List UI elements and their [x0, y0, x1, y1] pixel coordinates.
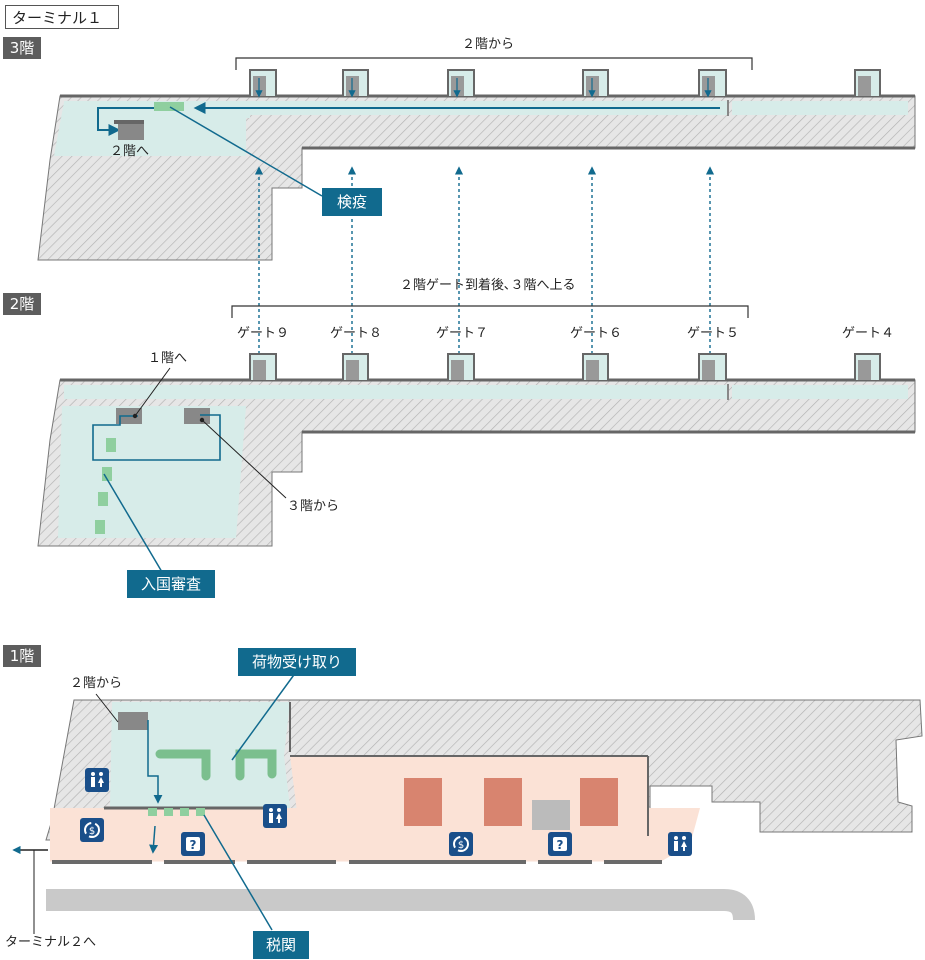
- terminal-title: ターミナル１: [5, 5, 119, 29]
- gate-8-label: ゲート８: [329, 326, 382, 341]
- svg-text:?: ?: [557, 838, 564, 852]
- gate-connectors: [254, 166, 715, 360]
- information-icon: ?: [548, 832, 572, 856]
- floor-label-1f: 1階: [3, 645, 41, 667]
- label-3f-from-2f: ２階から: [462, 37, 515, 52]
- svg-text:?: ?: [190, 838, 197, 852]
- gate-5-label: ゲート５: [686, 326, 739, 341]
- gate-7-label: ゲート７: [435, 326, 488, 341]
- currency-exchange-icon: $: [449, 832, 473, 856]
- svg-text:$: $: [458, 840, 464, 851]
- currency-exchange-icon: $: [80, 818, 104, 842]
- callout-customs: 税関: [253, 931, 309, 959]
- floor-2-plan: [37, 305, 916, 573]
- floor-1-plan: [12, 671, 923, 934]
- restroom-icon: [263, 804, 287, 828]
- restroom-icon: [85, 768, 109, 792]
- callout-quarantine: 検疫: [322, 188, 382, 216]
- label-3f-to-2f: ２階へ: [110, 144, 150, 159]
- floor-label-2f: 2階: [3, 293, 41, 315]
- floor-3-plan: [37, 57, 916, 261]
- gate-4-label: ゲート４: [841, 326, 894, 341]
- label-to-terminal-2: ターミナル２へ: [5, 935, 97, 950]
- gate-6-label: ゲート６: [569, 326, 622, 341]
- svg-text:$: $: [89, 826, 95, 837]
- label-2f-from-3f: ３階から: [287, 499, 340, 514]
- label-2f-to-1f: １階へ: [148, 351, 188, 366]
- callout-baggage-claim: 荷物受け取り: [238, 648, 356, 676]
- floor-label-3f: 3階: [3, 37, 41, 59]
- label-1f-from-2f: ２階から: [70, 676, 123, 691]
- callout-immigration: 入国審査: [127, 570, 215, 598]
- label-2f-gate-note: ２階ゲート到着後､３階へ上る: [400, 278, 576, 293]
- information-icon: ?: [181, 832, 205, 856]
- restroom-icon: [668, 832, 692, 856]
- gate-9-label: ゲート９: [236, 326, 289, 341]
